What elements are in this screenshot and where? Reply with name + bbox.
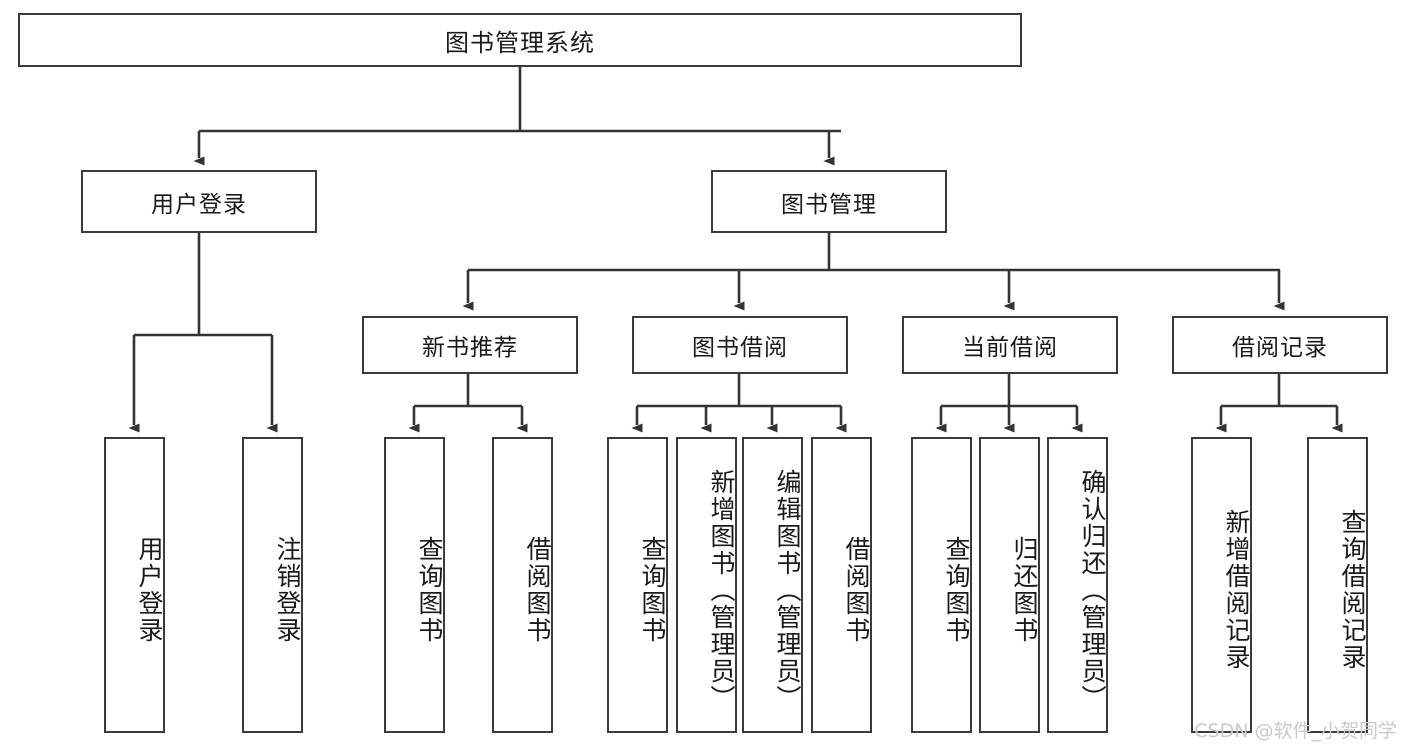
- leaf-query-record-label: 查询借阅记录: [1338, 509, 1367, 671]
- node-new-book-recommend-label: 新书推荐: [422, 335, 518, 361]
- leaf-query-book-1-label: 查询图书: [415, 536, 444, 644]
- leaf-user-login-label: 用户登录: [135, 536, 164, 644]
- leaf-query-book-2[interactable]: 查询图书: [607, 437, 668, 733]
- leaf-query-book-3-label: 查询图书: [942, 536, 971, 644]
- leaf-borrow-book-1[interactable]: 借阅图书: [492, 437, 553, 733]
- node-user-login-label: 用户登录: [151, 191, 247, 218]
- leaf-query-book-3[interactable]: 查询图书: [911, 437, 972, 733]
- node-root[interactable]: 图书管理系统: [18, 13, 1022, 67]
- leaf-query-record[interactable]: 查询借阅记录: [1307, 437, 1368, 733]
- leaf-add-record[interactable]: 新增借阅记录: [1191, 437, 1252, 733]
- node-root-label: 图书管理系统: [445, 28, 595, 57]
- leaf-return-book-label: 归还图书: [1010, 536, 1039, 644]
- node-borrow-record-label: 借阅记录: [1232, 335, 1328, 361]
- leaf-confirm-return[interactable]: 确认归还（管理员）: [1047, 437, 1108, 733]
- watermark: CSDN @软件_小贺同学: [1194, 720, 1397, 742]
- node-book-borrow-label: 图书借阅: [692, 335, 788, 361]
- node-book-borrow[interactable]: 图书借阅: [632, 316, 848, 374]
- node-current-borrow[interactable]: 当前借阅: [902, 316, 1118, 374]
- leaf-borrow-book-1-label: 借阅图书: [523, 536, 552, 644]
- node-new-book-recommend[interactable]: 新书推荐: [362, 316, 578, 374]
- node-current-borrow-label: 当前借阅: [962, 335, 1058, 361]
- leaf-return-book[interactable]: 归还图书: [979, 437, 1040, 733]
- leaf-confirm-return-label: 确认归还（管理员）: [1078, 468, 1107, 712]
- leaf-logout[interactable]: 注销登录: [242, 437, 303, 733]
- leaf-query-book-2-label: 查询图书: [638, 536, 667, 644]
- leaf-user-login[interactable]: 用户登录: [104, 437, 165, 733]
- leaf-logout-label: 注销登录: [273, 536, 302, 644]
- leaf-add-book[interactable]: 新增图书（管理员）: [676, 437, 737, 733]
- leaf-borrow-book-2-label: 借阅图书: [842, 536, 871, 644]
- leaf-query-book-1[interactable]: 查询图书: [384, 437, 445, 733]
- node-borrow-record[interactable]: 借阅记录: [1172, 316, 1388, 374]
- leaf-add-book-label: 新增图书（管理员）: [707, 468, 736, 712]
- node-book-manage-label: 图书管理: [781, 191, 877, 218]
- leaf-edit-book[interactable]: 编辑图书（管理员）: [742, 437, 803, 733]
- leaf-add-record-label: 新增借阅记录: [1222, 509, 1251, 671]
- node-book-manage[interactable]: 图书管理: [711, 170, 947, 233]
- leaf-borrow-book-2[interactable]: 借阅图书: [811, 437, 872, 733]
- node-user-login[interactable]: 用户登录: [81, 170, 317, 233]
- leaf-edit-book-label: 编辑图书（管理员）: [773, 468, 802, 712]
